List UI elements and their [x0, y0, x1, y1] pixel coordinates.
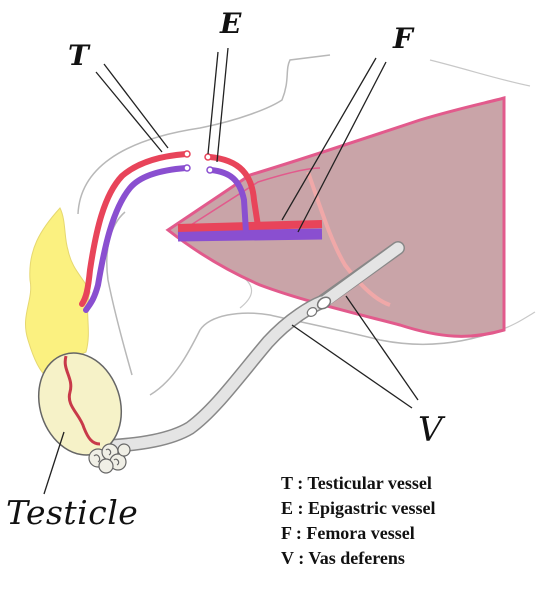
legend-text: Testicular vessel [307, 473, 432, 493]
legend-key: E [281, 498, 293, 518]
label-f: F [393, 25, 413, 53]
spermatic-cord-fat [25, 208, 90, 378]
vas-deferens-fill [112, 302, 322, 446]
legend-row-e: E : Epigastric vessel [281, 496, 436, 521]
label-v: V [418, 413, 443, 447]
leader-e-2 [217, 48, 228, 162]
leader-v-1 [292, 325, 412, 408]
legend-key: F [281, 523, 291, 543]
label-t: T [68, 42, 89, 70]
legend-row-f: F : Femora vessel [281, 521, 436, 546]
leader-testicle [44, 432, 64, 494]
leader-t-1 [96, 72, 162, 152]
legend-text: Vas deferens [308, 548, 405, 568]
legend-row-t: T : Testicular vessel [281, 471, 436, 496]
label-testicle: Testicle [6, 496, 138, 529]
legend-row-v: V : Vas deferens [281, 546, 436, 571]
legend-text: Epigastric vessel [308, 498, 436, 518]
legend-key: V [281, 548, 294, 568]
testicular-vein [86, 168, 186, 310]
testicular-artery-end [184, 151, 190, 157]
epigastric-vein-end [207, 167, 213, 173]
leader-e-1 [208, 52, 218, 154]
legend: T : Testicular vessel E : Epigastric ves… [281, 471, 436, 571]
femoral-vein [178, 234, 322, 236]
legend-key: T [281, 473, 293, 493]
legend-text: Femora vessel [306, 523, 414, 543]
testicular-vein-end [184, 165, 190, 171]
leader-t-2 [104, 64, 168, 148]
label-e: E [220, 10, 241, 38]
epigastric-artery-end [205, 154, 211, 160]
